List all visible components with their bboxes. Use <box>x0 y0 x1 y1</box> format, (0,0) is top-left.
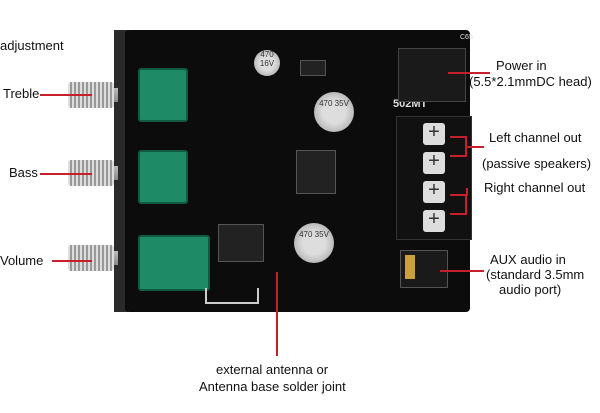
bass-label: Bass <box>9 165 38 180</box>
bass-potentiometer <box>138 150 188 204</box>
leader-right <box>465 194 467 215</box>
left-channel-label: Left channel out <box>489 130 582 145</box>
adjustment-label: adjustment <box>0 38 64 53</box>
aux-spec-label-1: (standard 3.5mm <box>486 267 585 282</box>
volume-potentiometer <box>138 235 210 291</box>
leader-right <box>450 194 466 196</box>
pcb-antenna <box>205 288 259 304</box>
passive-speakers-label: (passive speakers) <box>482 156 592 171</box>
leader-left <box>466 146 484 148</box>
cap-label: 470 16V <box>259 50 275 68</box>
terminal-screw[interactable] <box>423 208 445 232</box>
leader-right <box>450 213 466 215</box>
volume-knob[interactable] <box>68 245 114 271</box>
aux-contact <box>405 255 415 279</box>
leader-volume <box>52 260 92 262</box>
aux-spec-label-2: audio port) <box>499 282 562 297</box>
aux-jack <box>400 250 448 288</box>
leader-aux <box>440 270 484 272</box>
terminal-screw[interactable] <box>423 150 445 174</box>
leader-power <box>448 72 490 74</box>
terminal-screw[interactable] <box>423 121 445 145</box>
amplifier-chip <box>296 150 336 194</box>
leader-left <box>450 136 466 138</box>
capacitor-470-1: 470 35V <box>314 92 354 132</box>
bluetooth-chip <box>218 224 264 262</box>
capacitor-small: 470 16V <box>254 50 280 76</box>
right-channel-label: Right channel out <box>484 180 586 195</box>
antenna-label-1: external antenna or <box>216 362 329 377</box>
leader-bass <box>40 173 92 175</box>
antenna-label-2: Antenna base solder joint <box>199 379 346 394</box>
dc-power-jack <box>398 48 466 102</box>
leader-right <box>466 188 468 196</box>
treble-potentiometer <box>138 68 188 122</box>
power-in-label: Power in <box>496 58 547 73</box>
leader-antenna <box>276 272 278 356</box>
leader-treble <box>40 94 92 96</box>
volume-label: Volume <box>0 253 44 268</box>
aux-in-label: AUX audio in <box>490 252 566 267</box>
diode <box>300 60 326 76</box>
treble-label: Treble <box>3 86 40 101</box>
speaker-terminal-block <box>396 116 472 240</box>
silk-c65: C65 <box>460 34 473 41</box>
capacitor-470-2: 470 35V <box>294 223 334 263</box>
leader-left <box>450 155 466 157</box>
cap-label: 470 35V <box>299 230 329 239</box>
terminal-screw[interactable] <box>423 179 445 203</box>
cap-label: 470 35V <box>319 99 349 108</box>
power-spec-label: (5.5*2.1mmDC head) <box>469 74 592 89</box>
